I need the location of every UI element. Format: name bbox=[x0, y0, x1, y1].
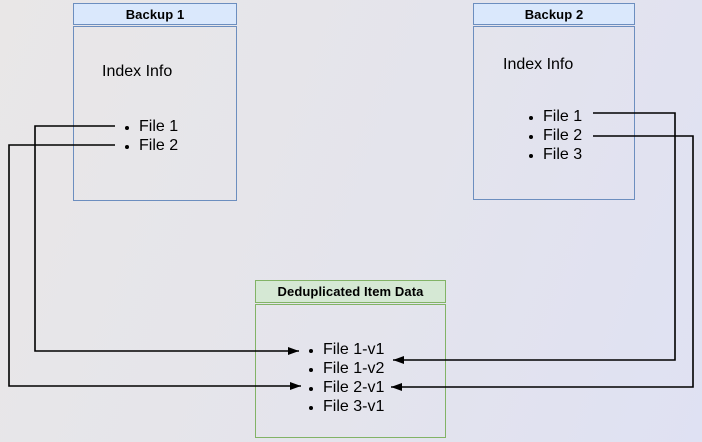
backup1-index-info-label: Index Info bbox=[102, 63, 173, 80]
dedup-item-list: File 1-v1File 1-v2File 2-v1File 3-v1 bbox=[305, 340, 384, 416]
file-list-item: File 3-v1 bbox=[323, 397, 384, 416]
file-list-item: File 1-v2 bbox=[323, 359, 384, 378]
backup1-file-list: File 1File 2 bbox=[121, 117, 178, 155]
file-list-item: File 1 bbox=[139, 117, 178, 136]
dedup-title-bar: Deduplicated Item Data bbox=[255, 280, 446, 303]
backup2-file-list: File 1File 2File 3 bbox=[525, 107, 582, 164]
dedup-body: File 1-v1File 1-v2File 2-v1File 3-v1 bbox=[255, 304, 446, 438]
file-list-item: File 3 bbox=[543, 145, 582, 164]
backup1-node: Backup 1 Index Info File 1File 2 bbox=[73, 3, 237, 201]
file-list-item: File 1-v1 bbox=[323, 340, 384, 359]
backup2-node: Backup 2 Index Info File 1File 2File 3 bbox=[473, 3, 635, 200]
file-list-item: File 2 bbox=[543, 126, 582, 145]
backup1-title: Backup 1 bbox=[125, 6, 185, 22]
backup2-index-info-label: Index Info bbox=[503, 56, 574, 73]
file-list-item: File 2-v1 bbox=[323, 378, 384, 397]
dedup-title: Deduplicated Item Data bbox=[277, 284, 424, 299]
backup2-title: Backup 2 bbox=[524, 6, 584, 22]
backup1-title-bar: Backup 1 bbox=[73, 3, 237, 25]
file-list-item: File 1 bbox=[543, 107, 582, 126]
dedup-node: Deduplicated Item Data File 1-v1File 1-v… bbox=[255, 280, 446, 438]
backup2-title-bar: Backup 2 bbox=[473, 3, 635, 25]
file-list-item: File 2 bbox=[139, 136, 178, 155]
backup1-body: Index Info File 1File 2 bbox=[73, 26, 237, 201]
backup2-body: Index Info File 1File 2File 3 bbox=[473, 26, 635, 200]
